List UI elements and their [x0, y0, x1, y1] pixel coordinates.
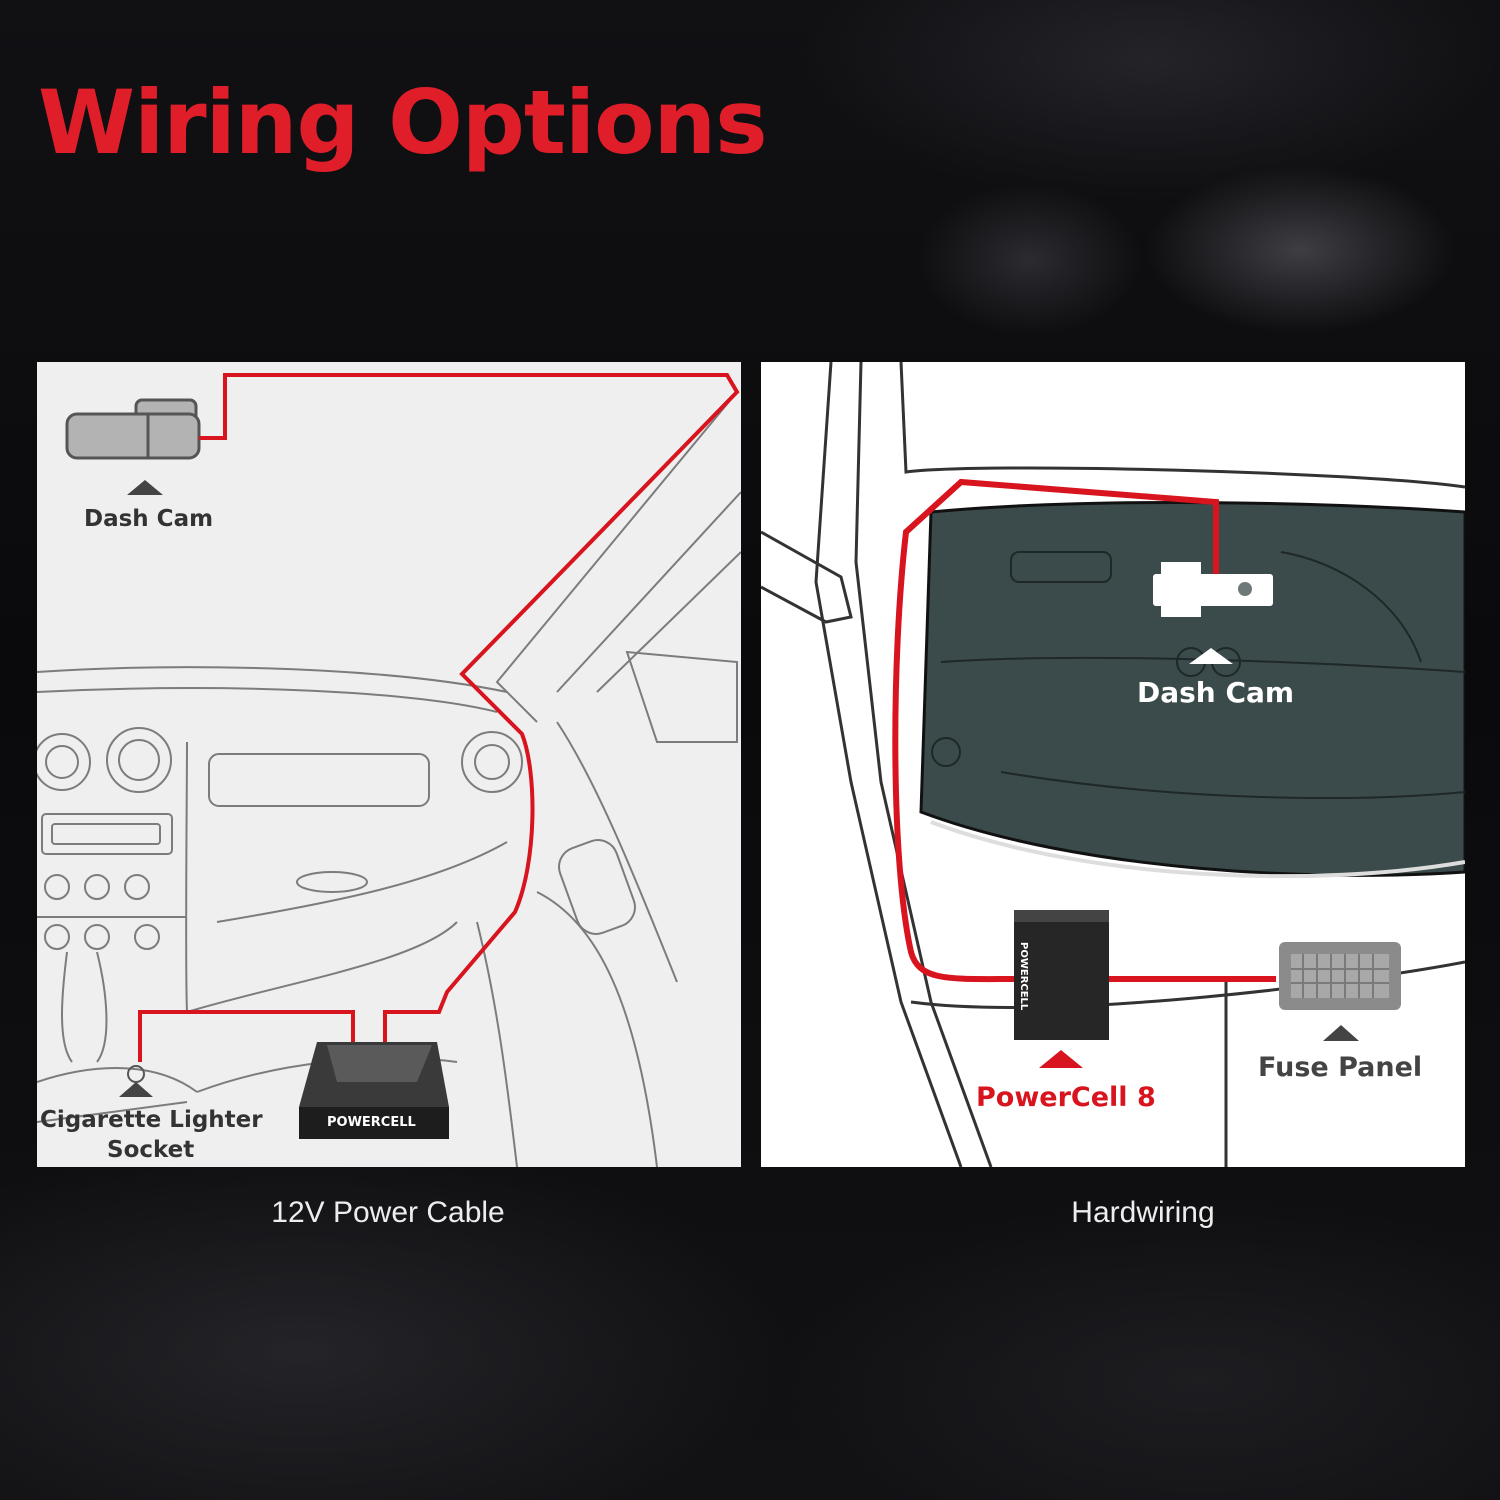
- interior-line-drawing: [37, 373, 741, 1167]
- dash-cam-icon: [1153, 562, 1273, 617]
- dash-cam-icon: [65, 398, 201, 460]
- caption-hardwiring: Hardwiring: [1071, 1196, 1215, 1229]
- caption-12v-power-cable: 12V Power Cable: [271, 1196, 505, 1229]
- fuse-panel-label: Fuse Panel: [1258, 1052, 1423, 1083]
- powercell-device-label: POWERCELL: [1018, 942, 1029, 1011]
- dash-cam-pointer-icon: [1189, 648, 1233, 664]
- powercell-device-icon: [1014, 910, 1109, 1040]
- socket-label-line2: Socket: [107, 1137, 195, 1163]
- powercell-device-icon: [299, 1042, 449, 1139]
- windshield: [919, 501, 1465, 877]
- fuse-pointer-icon: [1323, 1025, 1359, 1041]
- dash-cam-pointer-icon: [127, 480, 163, 495]
- dash-cam-label: Dash Cam: [84, 506, 214, 532]
- page-title: Wiring Options: [38, 71, 768, 174]
- fuse-panel-icon: [1279, 942, 1401, 1010]
- powercell-label: PowerCell 8: [976, 1082, 1156, 1113]
- hardwire-cable-to-cam: [892, 478, 1219, 983]
- exterior-line-drawing: [761, 362, 1465, 1167]
- panel-12v-power-cable: Dash Cam Cigarette Lighter Socket POWERC…: [37, 362, 741, 1167]
- dash-cam-label: Dash Cam: [1137, 676, 1295, 709]
- powercell-device-label: POWERCELL: [327, 1115, 416, 1130]
- panel-hardwiring: Dash Cam PowerCell 8 Fuse Panel POWERCEL…: [761, 362, 1465, 1167]
- powercell-pointer-icon: [1039, 1050, 1083, 1068]
- wiper-blades: [930, 820, 1465, 879]
- socket-pointer-icon: [119, 1082, 153, 1097]
- power-cable-wire: [199, 373, 740, 1042]
- socket-cable-wire: [138, 1010, 355, 1062]
- socket-label-line1: Cigarette Lighter: [40, 1107, 263, 1133]
